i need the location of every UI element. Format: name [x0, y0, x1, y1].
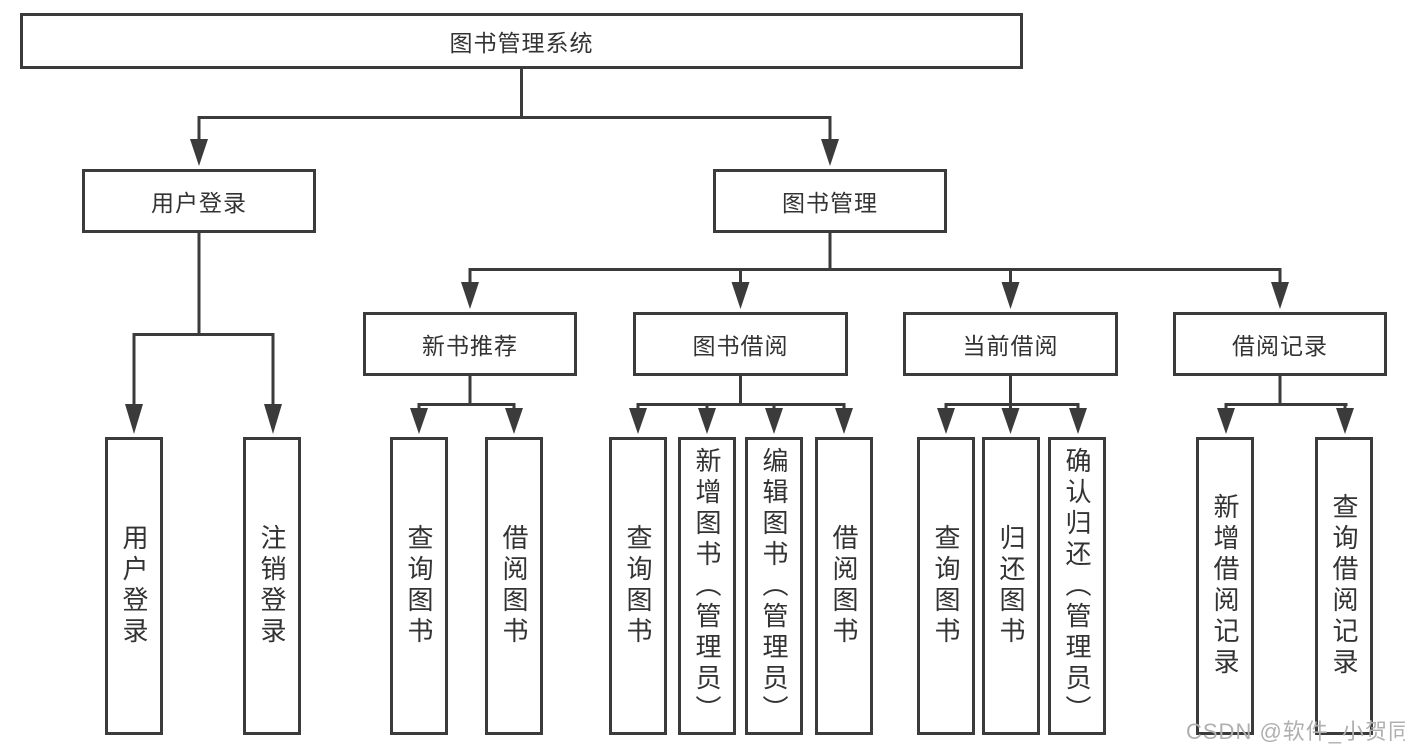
- node-book-borrowing: 图书借阅: [633, 312, 848, 376]
- leaf-add-borrow-record: 新增借阅记录: [1196, 437, 1254, 735]
- leaf-logout: 注销登录: [243, 437, 301, 735]
- node-library-management-system: 图书管理系统: [20, 13, 1023, 69]
- leaf-query-books-recommend: 查询图书: [390, 437, 448, 735]
- leaf-borrow-books-recommend: 借阅图书: [485, 437, 543, 735]
- leaf-return-books: 归还图书: [982, 437, 1040, 735]
- leaf-query-borrow-record: 查询借阅记录: [1315, 437, 1373, 735]
- csdn-watermark: CSDN @软件_小贺同学: [1186, 719, 1405, 744]
- node-user-login: 用户登录: [82, 169, 316, 233]
- leaf-confirm-return-admin: 确认归还（管理员）: [1048, 437, 1106, 735]
- node-current-borrowing: 当前借阅: [903, 312, 1118, 376]
- leaf-borrow-books-borrowing: 借阅图书: [815, 437, 873, 735]
- node-new-book-recommendation: 新书推荐: [363, 312, 577, 376]
- node-book-management: 图书管理: [713, 169, 947, 233]
- leaf-add-book-admin: 新增图书（管理员）: [678, 437, 736, 735]
- leaf-user-login: 用户登录: [105, 437, 163, 735]
- leaf-query-books-current: 查询图书: [917, 437, 975, 735]
- leaf-edit-book-admin: 编辑图书（管理员）: [745, 437, 803, 735]
- node-borrowing-records: 借阅记录: [1173, 312, 1387, 376]
- leaf-query-books-borrowing: 查询图书: [609, 437, 667, 735]
